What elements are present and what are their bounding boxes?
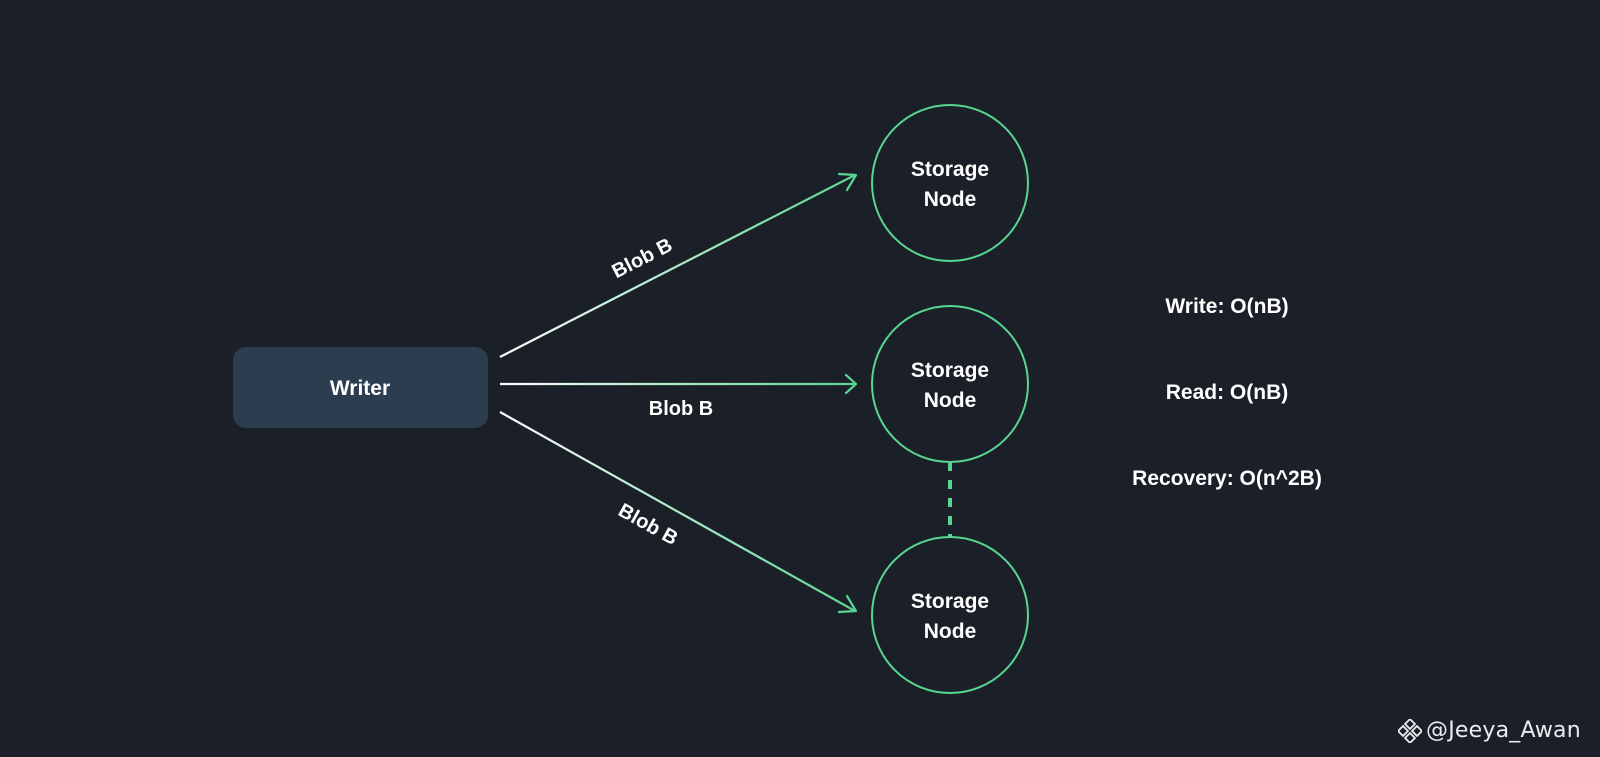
watermark-text: @Jeeya_Awan <box>1426 718 1581 743</box>
binance-diamond-icon <box>1398 718 1422 743</box>
writer-label: Writer <box>330 377 390 400</box>
storage-node-1-line1: Storage <box>911 158 989 181</box>
storage-node-1: Storage Node <box>871 104 1029 262</box>
complexity-write: Write: O(nB) <box>1165 295 1288 318</box>
storage-node-3-line2: Node <box>924 620 977 643</box>
edge-label-top: Blob B <box>609 234 676 283</box>
storage-node-2-line2: Node <box>924 389 977 412</box>
watermark: @Jeeya_Awan <box>1398 718 1581 743</box>
complexity-read: Read: O(nB) <box>1166 381 1289 404</box>
writer-box: Writer <box>233 347 488 428</box>
storage-node-2-line1: Storage <box>911 359 989 382</box>
storage-node-3-line1: Storage <box>911 590 989 613</box>
complexity-list: Write: O(nB) Read: O(nB) Recovery: O(n^2… <box>1132 295 1322 490</box>
edge-bottom: Blob B <box>499 411 858 614</box>
complexity-recovery: Recovery: O(n^2B) <box>1132 467 1322 490</box>
edge-middle: Blob B <box>500 373 858 420</box>
edge-top: Blob B <box>499 172 858 358</box>
storage-node-3: Storage Node <box>871 536 1029 694</box>
edge-label-middle: Blob B <box>649 398 713 420</box>
storage-node-2: Storage Node <box>871 305 1029 463</box>
storage-node-1-line2: Node <box>924 188 977 211</box>
